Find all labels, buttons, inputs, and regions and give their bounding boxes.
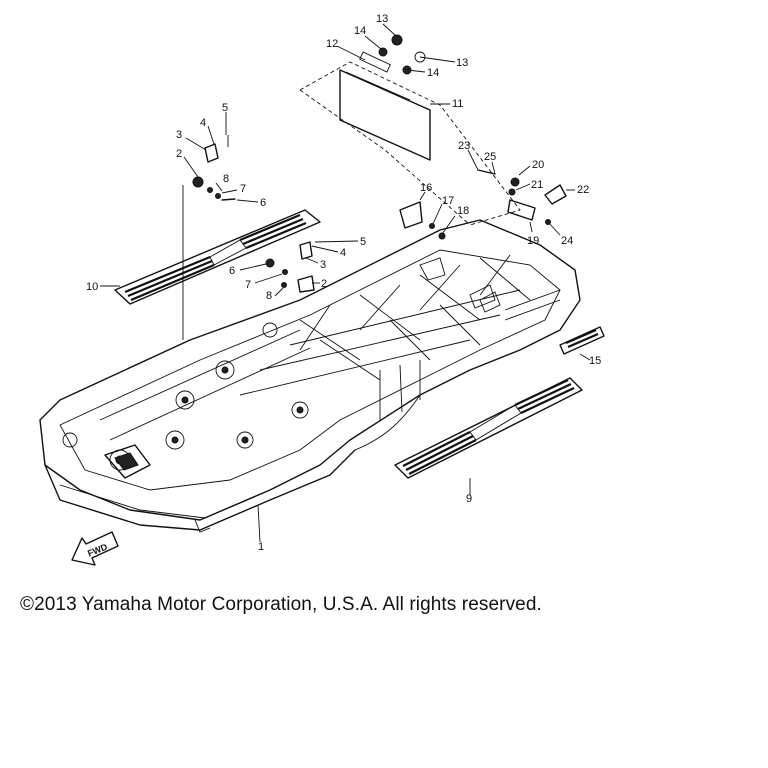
callout-label: 18 (457, 205, 469, 217)
callout-label: 6 (229, 265, 235, 277)
callout-label: 13 (456, 57, 468, 69)
callout-label: 15 (589, 355, 601, 367)
callout-label: 2 (321, 278, 327, 290)
callout-labels: 13 14 12 13 14 11 5 4 3 2 8 7 6 23 25 20… (86, 13, 601, 553)
callout-label: 14 (354, 25, 366, 37)
callout-label: 3 (320, 259, 326, 271)
callout-label: 13 (376, 13, 388, 25)
callout-label: 20 (532, 159, 544, 171)
callout-label: 23 (458, 140, 470, 152)
callout-leaders (183, 23, 575, 297)
copyright-notice: ©2013 Yamaha Motor Corporation, U.S.A. A… (20, 594, 542, 615)
callout-label: 3 (176, 129, 182, 141)
hardware-parts (192, 34, 567, 309)
callout-label: 5 (222, 102, 228, 114)
callout-label: 7 (240, 183, 246, 195)
callout-label: 22 (577, 184, 589, 196)
callout-label: 17 (442, 195, 454, 207)
callout-label: 1 (258, 541, 264, 553)
callout-label: 8 (266, 290, 272, 302)
callout-label: 24 (561, 235, 573, 247)
callout-label: 16 (420, 182, 432, 194)
callout-label: 19 (527, 235, 539, 247)
callout-label: 5 (360, 236, 366, 248)
callout-label: 14 (427, 67, 439, 79)
callout-label: 8 (223, 173, 229, 185)
callout-label: 21 (531, 179, 543, 191)
callout-label: 25 (484, 151, 496, 163)
emblem (559, 326, 605, 355)
callout-label: 10 (86, 281, 98, 293)
callout-label: 11 (452, 98, 463, 110)
callout-label: 7 (245, 279, 251, 291)
callout-label: 4 (340, 247, 346, 259)
callout-label: 9 (466, 493, 472, 505)
running-board-left (114, 209, 321, 305)
callout-label: 4 (200, 117, 206, 129)
fwd-arrow-icon: FWD (71, 531, 119, 566)
chassis-body (39, 219, 581, 533)
seat-panel-assembly (299, 51, 521, 226)
callout-label: 2 (176, 148, 182, 160)
parts-diagram: 13 14 12 13 14 11 5 4 3 2 8 7 6 23 25 20… (39, 13, 605, 566)
callout-label: 6 (260, 197, 266, 209)
running-board-right (394, 377, 583, 479)
callout-label: 12 (326, 38, 338, 50)
